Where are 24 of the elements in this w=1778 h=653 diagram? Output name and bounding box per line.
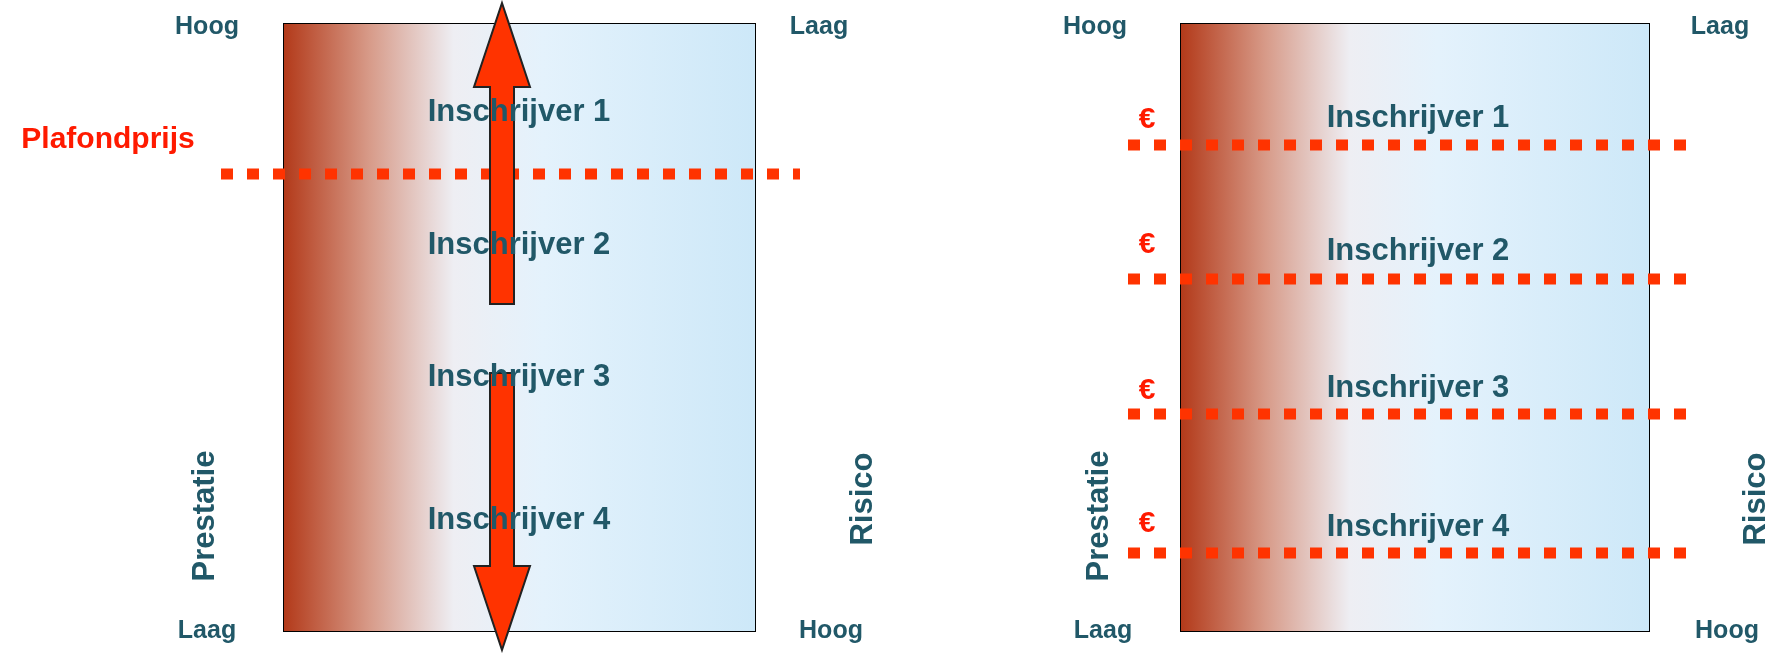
gradient-panel [1180,23,1650,632]
bidder-label: Inschrijver 2 [1326,232,1510,268]
bidder-label: Inschrijver 3 [427,358,611,394]
axis-label: Prestatie [1080,450,1116,582]
scale-label: Hoog [1695,614,1759,644]
price-symbol: € [1138,226,1156,260]
scale-label: Laag [1690,10,1750,40]
bidder-label: Inschrijver 3 [1326,369,1510,405]
scale-label: Laag [789,10,849,40]
bidder-label: Inschrijver 4 [1326,508,1510,544]
price-symbol: € [1138,372,1156,406]
scale-label: Laag [1073,614,1133,644]
scale-label: Hoog [799,614,863,644]
axis-label: Prestatie [186,450,222,582]
axis-label: Risico [1737,452,1773,546]
scale-label: Laag [177,614,237,644]
bidder-label: Inschrijver 1 [1326,99,1510,135]
gradient-panel [283,23,756,632]
price-symbol: € [1138,101,1156,135]
scale-label: Hoog [175,10,239,40]
axis-label: Risico [844,452,880,546]
price-ceiling-label: Plafondprijs [21,121,195,155]
scale-label: Hoog [1063,10,1127,40]
price-symbol: € [1138,505,1156,539]
